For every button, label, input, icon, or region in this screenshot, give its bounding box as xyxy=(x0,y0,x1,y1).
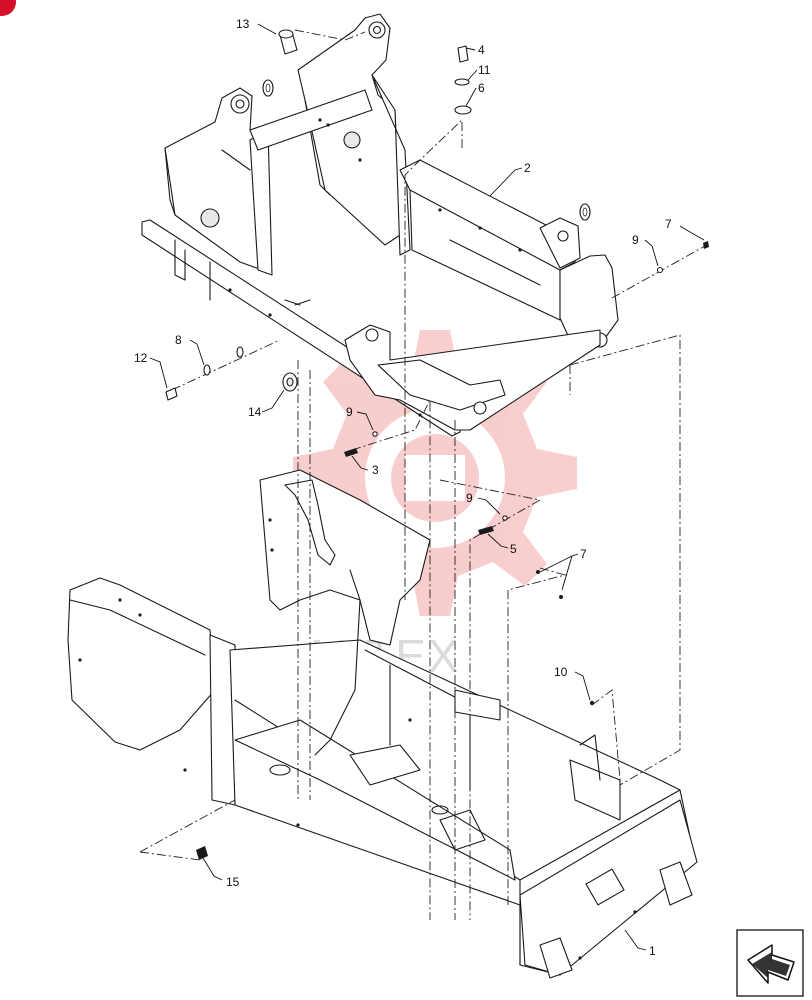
callout-13: 13 xyxy=(236,17,250,31)
callout-5: 5 xyxy=(510,542,517,556)
callout-15: 15 xyxy=(226,875,240,889)
callout-10: 10 xyxy=(554,665,568,679)
view-direction-arrow-icon[interactable] xyxy=(736,929,804,997)
callout-numbers: 13 4 11 6 2 7 9 8 12 14 9 3 9 5 7 10 15 … xyxy=(134,17,672,958)
upper-loader-frame xyxy=(141,13,619,437)
frame-holes xyxy=(228,118,522,417)
hardware xyxy=(165,29,709,860)
callout-4: 4 xyxy=(478,43,485,57)
callout-2: 2 xyxy=(524,161,531,175)
callout-7-upper: 7 xyxy=(665,217,672,231)
callout-9-lower: 9 xyxy=(466,491,473,505)
callout-9-mid: 9 xyxy=(346,405,353,419)
callout-8: 8 xyxy=(175,333,182,347)
callout-11: 11 xyxy=(478,63,491,77)
chassis-holes xyxy=(78,518,637,960)
callout-1: 1 xyxy=(649,944,656,958)
callout-12: 12 xyxy=(134,351,148,365)
callout-6: 6 xyxy=(478,81,485,95)
callout-7-lower: 7 xyxy=(580,547,587,561)
callout-leaders xyxy=(149,23,705,951)
callout-9-upper: 9 xyxy=(632,233,639,247)
lower-chassis xyxy=(67,469,698,979)
callout-3: 3 xyxy=(372,463,379,477)
corner-badge xyxy=(0,0,16,16)
callout-14: 14 xyxy=(248,405,262,419)
